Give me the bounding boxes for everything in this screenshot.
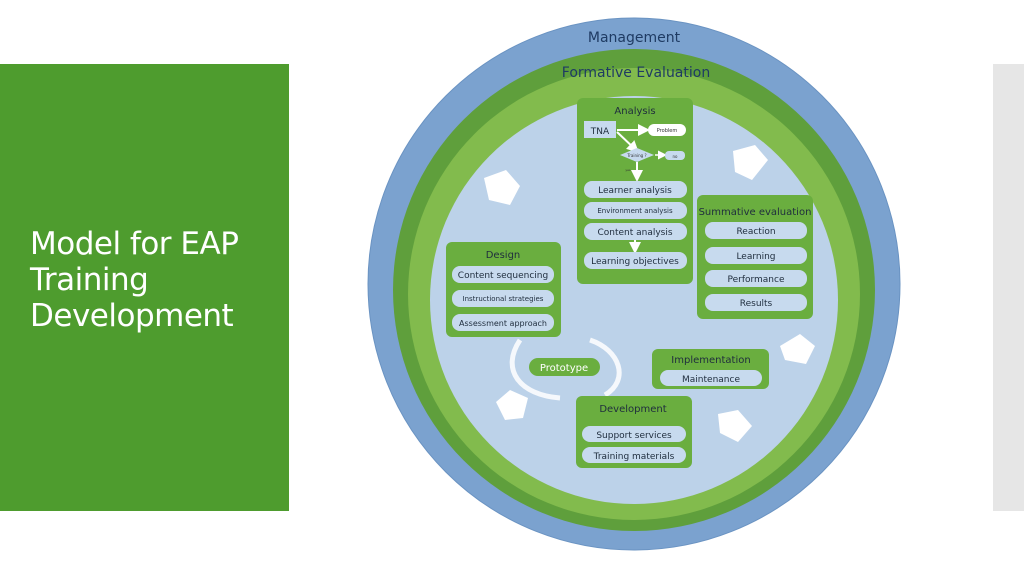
maintenance-pill [660, 370, 762, 386]
pentagon-shape [780, 334, 815, 364]
training-materials-pill [582, 447, 686, 463]
formative-evaluation-label: Formative Evaluation [562, 65, 710, 81]
slide-title-line-2: Training [30, 262, 149, 298]
learning-objectives-label: Learning objectives [591, 257, 679, 267]
reaction-pill [705, 222, 807, 239]
pentagon-shape [496, 390, 528, 420]
tna-box [584, 121, 616, 138]
tna-label: TNA [590, 127, 610, 137]
maintenance-label: Maintenance [682, 375, 740, 385]
content-sequencing-pill [452, 266, 554, 283]
assessment-approach-pill [452, 314, 554, 331]
slide-title-line-1: Model for EAP [30, 226, 239, 262]
instructional-strategies-pill [452, 290, 554, 307]
instructional-strategies-label: Instructional strategies [463, 295, 544, 303]
design-box [446, 242, 561, 337]
prototype-cycle-arrow [589, 337, 622, 398]
side-panel [993, 64, 1024, 511]
design-title: Design [486, 250, 521, 261]
yes-label: yes [625, 168, 631, 172]
training-decision [620, 148, 654, 162]
environment-analysis-label: Environment analysis [597, 207, 673, 215]
prototype-label: Prototype [540, 363, 588, 374]
prototype-pill [529, 358, 600, 376]
content-analysis-label: Content analysis [597, 228, 672, 238]
learner-analysis-pill [584, 181, 687, 198]
assessment-approach-label: Assessment approach [459, 319, 547, 328]
implementation-title: Implementation [671, 355, 750, 366]
tna-to-training-arrow [616, 131, 639, 153]
pentagon-shape [718, 410, 752, 442]
support-services-pill [582, 426, 686, 442]
training-materials-label: Training materials [593, 452, 675, 462]
learner-analysis-label: Learner analysis [598, 186, 672, 196]
reaction-label: Reaction [736, 227, 775, 237]
no-label: no [673, 154, 679, 159]
results-label: Results [740, 299, 773, 309]
problem-label: Problem [657, 128, 678, 134]
content-analysis-pill [584, 223, 687, 240]
environment-analysis-pill [584, 202, 687, 219]
content-sequencing-label: Content sequencing [458, 271, 548, 281]
performance-label: Performance [727, 275, 784, 285]
training-decision-label: Training ? [626, 153, 646, 158]
management-label: Management [588, 30, 681, 46]
pentagon-shape [733, 145, 768, 180]
problem-box [648, 124, 686, 136]
pentagon-shape [484, 170, 520, 205]
development-title: Development [599, 404, 666, 415]
results-pill [705, 294, 807, 311]
learning-label: Learning [736, 252, 775, 262]
analysis-title: Analysis [614, 106, 655, 117]
title-panel [0, 64, 289, 511]
prototype-cycle-arrow [509, 338, 561, 401]
support-services-label: Support services [596, 431, 672, 441]
no-box [665, 151, 685, 160]
slide-title: Model for EAP Training Development [30, 226, 280, 334]
performance-pill [705, 270, 807, 287]
learning-objectives-pill [584, 252, 687, 269]
learning-pill [705, 247, 807, 264]
slide-title-line-3: Development [30, 298, 234, 334]
summative-evaluation-title: Summative evaluation [699, 207, 812, 218]
